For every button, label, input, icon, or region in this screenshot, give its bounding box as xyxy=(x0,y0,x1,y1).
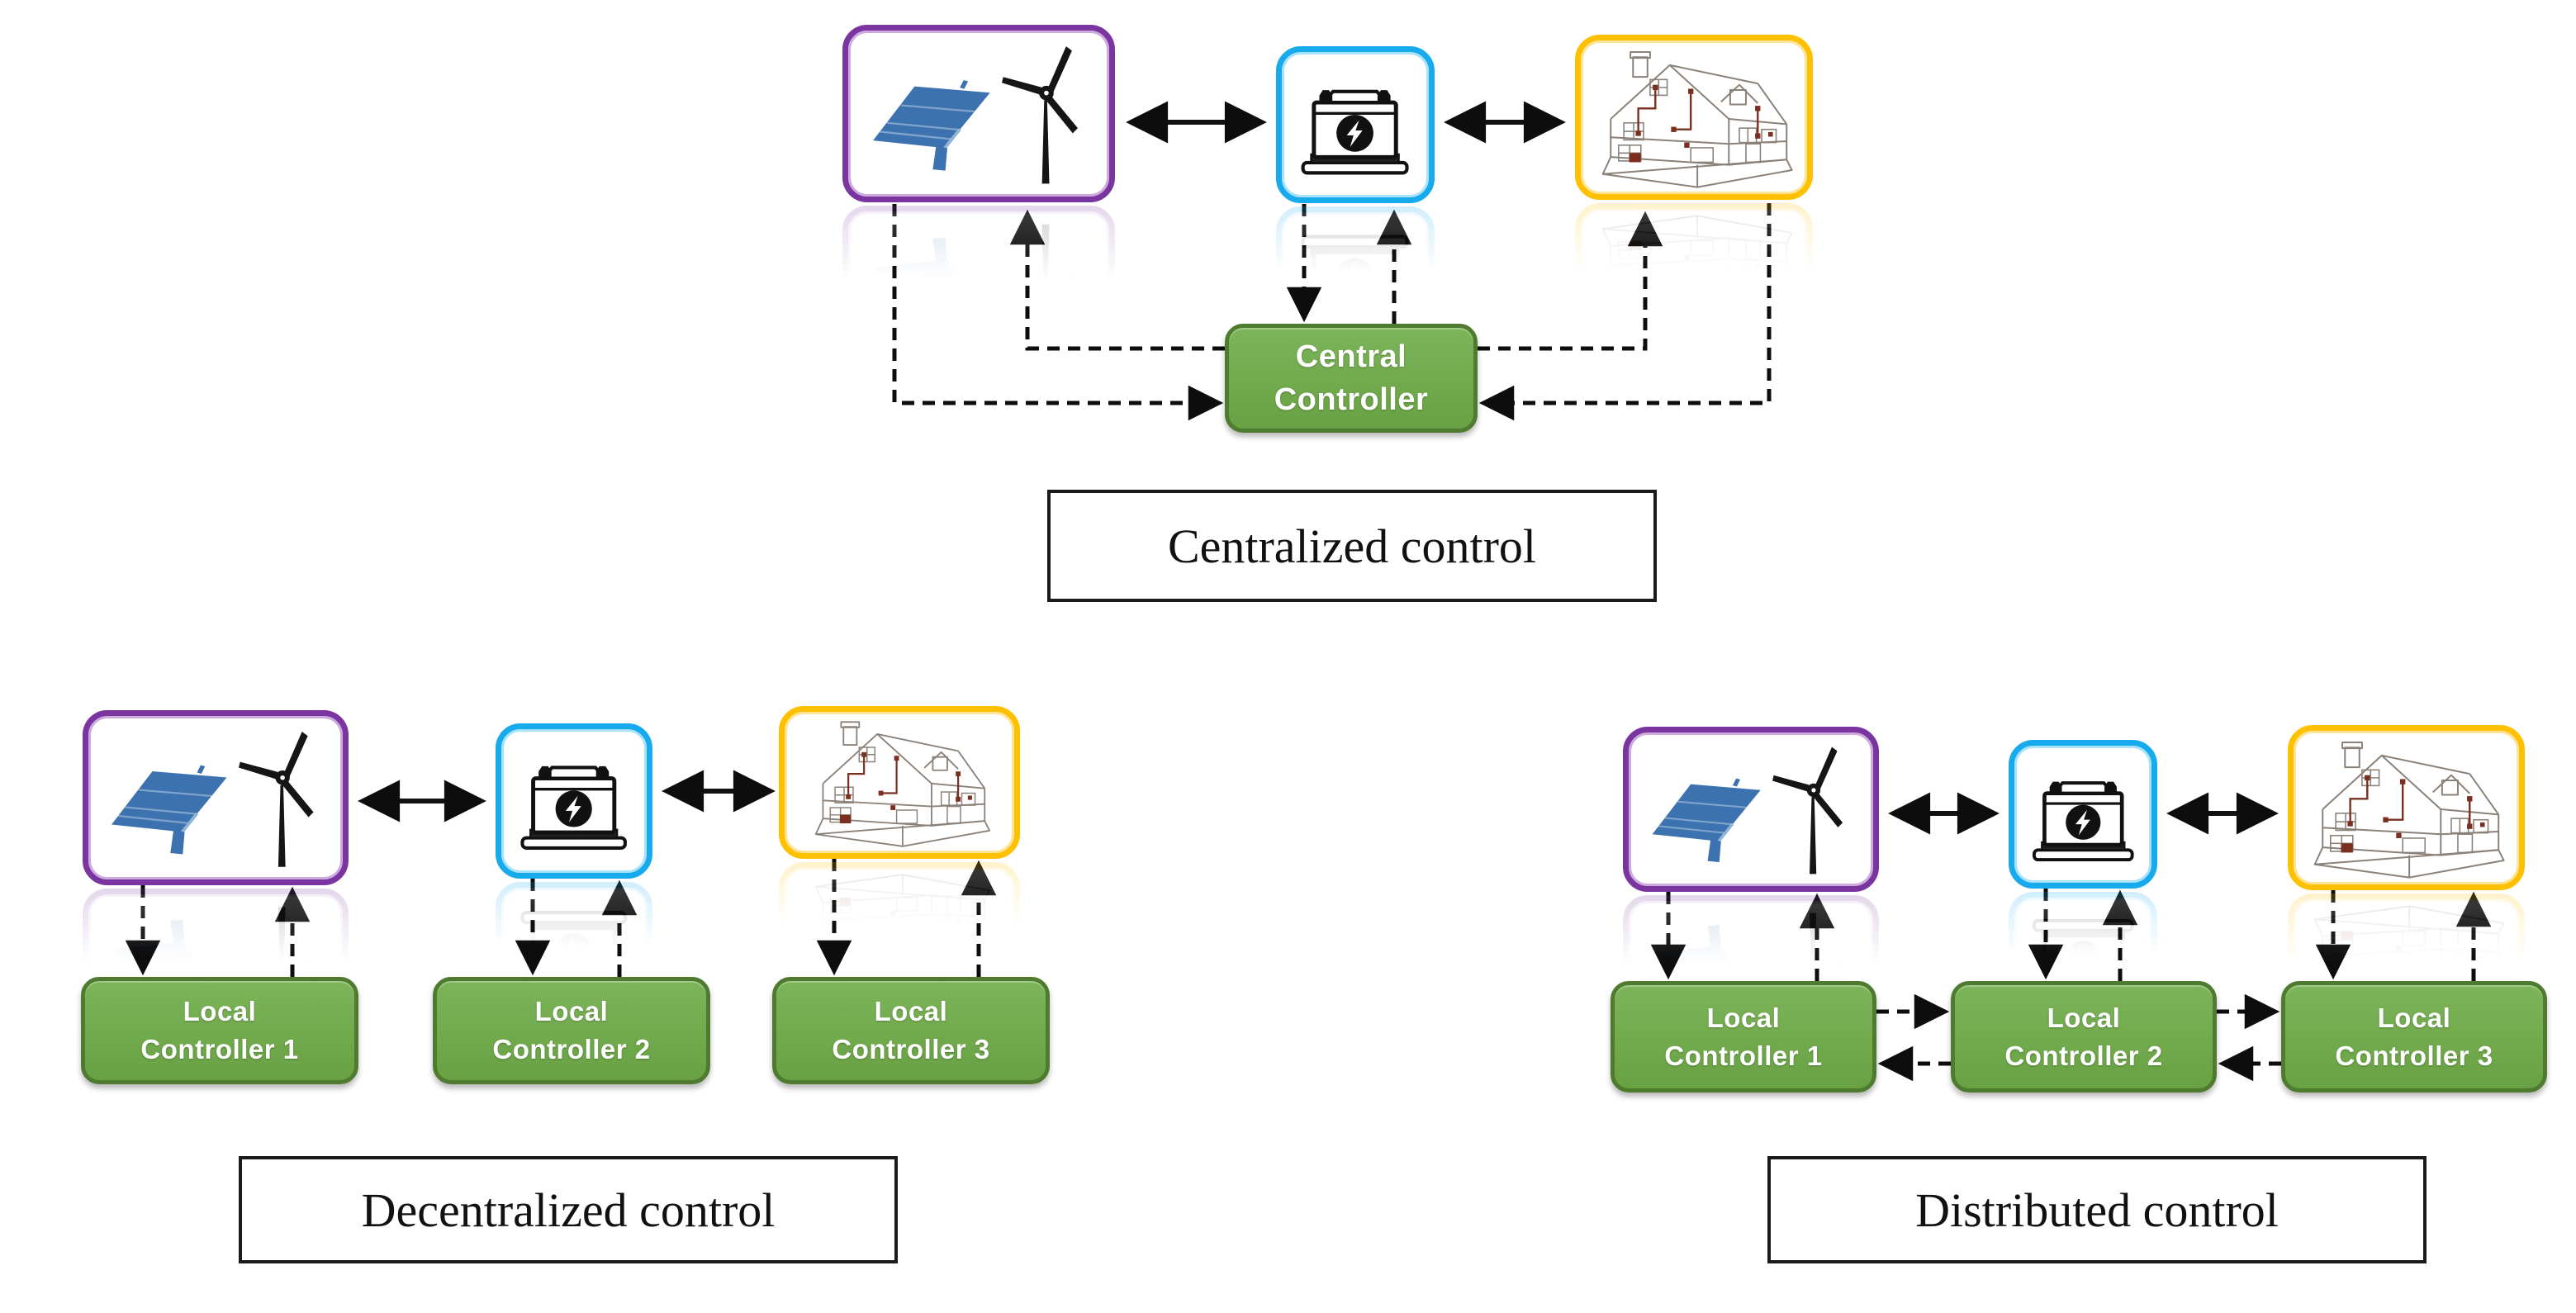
local-controller-3-line2: Controller 3 xyxy=(832,1034,990,1064)
load-unit-box xyxy=(2288,725,2525,890)
local-controller-3-line1: Local xyxy=(874,996,948,1026)
load-unit-box xyxy=(779,706,1020,859)
local-controller-3-line1: Local xyxy=(2377,1002,2451,1033)
central-controller-box: Central Controller xyxy=(1225,324,1478,433)
local-controller-2-line2: Controller 2 xyxy=(492,1034,651,1064)
local-controller-3-box: Local Controller 3 xyxy=(2281,981,2547,1093)
section-label-text: Centralized control xyxy=(1167,519,1537,573)
section-label-distributed: Distributed control xyxy=(1767,1156,2427,1263)
local-controller-3-line2: Controller 3 xyxy=(2335,1040,2493,1071)
generation-unit-box xyxy=(1623,727,1879,892)
section-label-text: Distributed control xyxy=(1915,1183,2279,1237)
battery-icon xyxy=(513,743,634,858)
solar-panel-icon xyxy=(868,54,994,173)
dashed-arrow-load-to-central-controller xyxy=(1478,203,1772,421)
battery-icon xyxy=(1293,67,1416,183)
generation-unit-box xyxy=(83,710,349,885)
central-controller-label-line1: Central xyxy=(1295,339,1407,374)
wind-turbine-icon xyxy=(1772,742,1853,877)
local-controller-3-box: Local Controller 3 xyxy=(772,977,1050,1084)
local-controller-2-line2: Controller 2 xyxy=(2004,1040,2163,1071)
house-icon xyxy=(1592,45,1796,190)
solar-panel-icon xyxy=(1648,754,1764,865)
local-controller-2-box: Local Controller 2 xyxy=(1951,981,2217,1093)
house-icon xyxy=(2304,736,2507,880)
storage-unit-box xyxy=(496,723,652,879)
solar-panel-icon xyxy=(107,739,230,857)
section-label-centralized: Centralized control xyxy=(1047,490,1657,602)
local-controller-1-box: Local Controller 1 xyxy=(1611,981,1876,1093)
wind-turbine-icon xyxy=(1002,40,1089,187)
house-icon xyxy=(806,716,993,849)
dashed-arrow-generation-to-central-controller xyxy=(892,204,1224,421)
local-controller-1-box: Local Controller 1 xyxy=(81,977,358,1084)
generation-unit-box xyxy=(842,25,1115,202)
battery-icon xyxy=(2025,760,2142,870)
central-controller-label-line2: Controller xyxy=(1274,382,1429,417)
section-label-text: Decentralized control xyxy=(361,1183,776,1237)
local-controller-1-line1: Local xyxy=(183,996,257,1026)
storage-unit-box xyxy=(2009,740,2157,889)
dashed-arrow-central-controller-to-load xyxy=(1478,211,1663,351)
dashed-arrow-central-controller-to-generation xyxy=(1009,209,1225,351)
local-controller-1-line2: Controller 1 xyxy=(140,1034,299,1064)
local-controller-2-box: Local Controller 2 xyxy=(433,977,710,1084)
local-controller-1-line2: Controller 1 xyxy=(1664,1040,1823,1071)
local-controller-2-line1: Local xyxy=(2047,1002,2121,1033)
wind-turbine-icon xyxy=(239,726,325,870)
local-controller-2-line1: Local xyxy=(534,996,609,1026)
local-controller-1-line1: Local xyxy=(1706,1002,1781,1033)
section-label-decentralized: Decentralized control xyxy=(239,1156,898,1263)
load-unit-box xyxy=(1575,35,1813,200)
storage-unit-box xyxy=(1276,46,1435,203)
